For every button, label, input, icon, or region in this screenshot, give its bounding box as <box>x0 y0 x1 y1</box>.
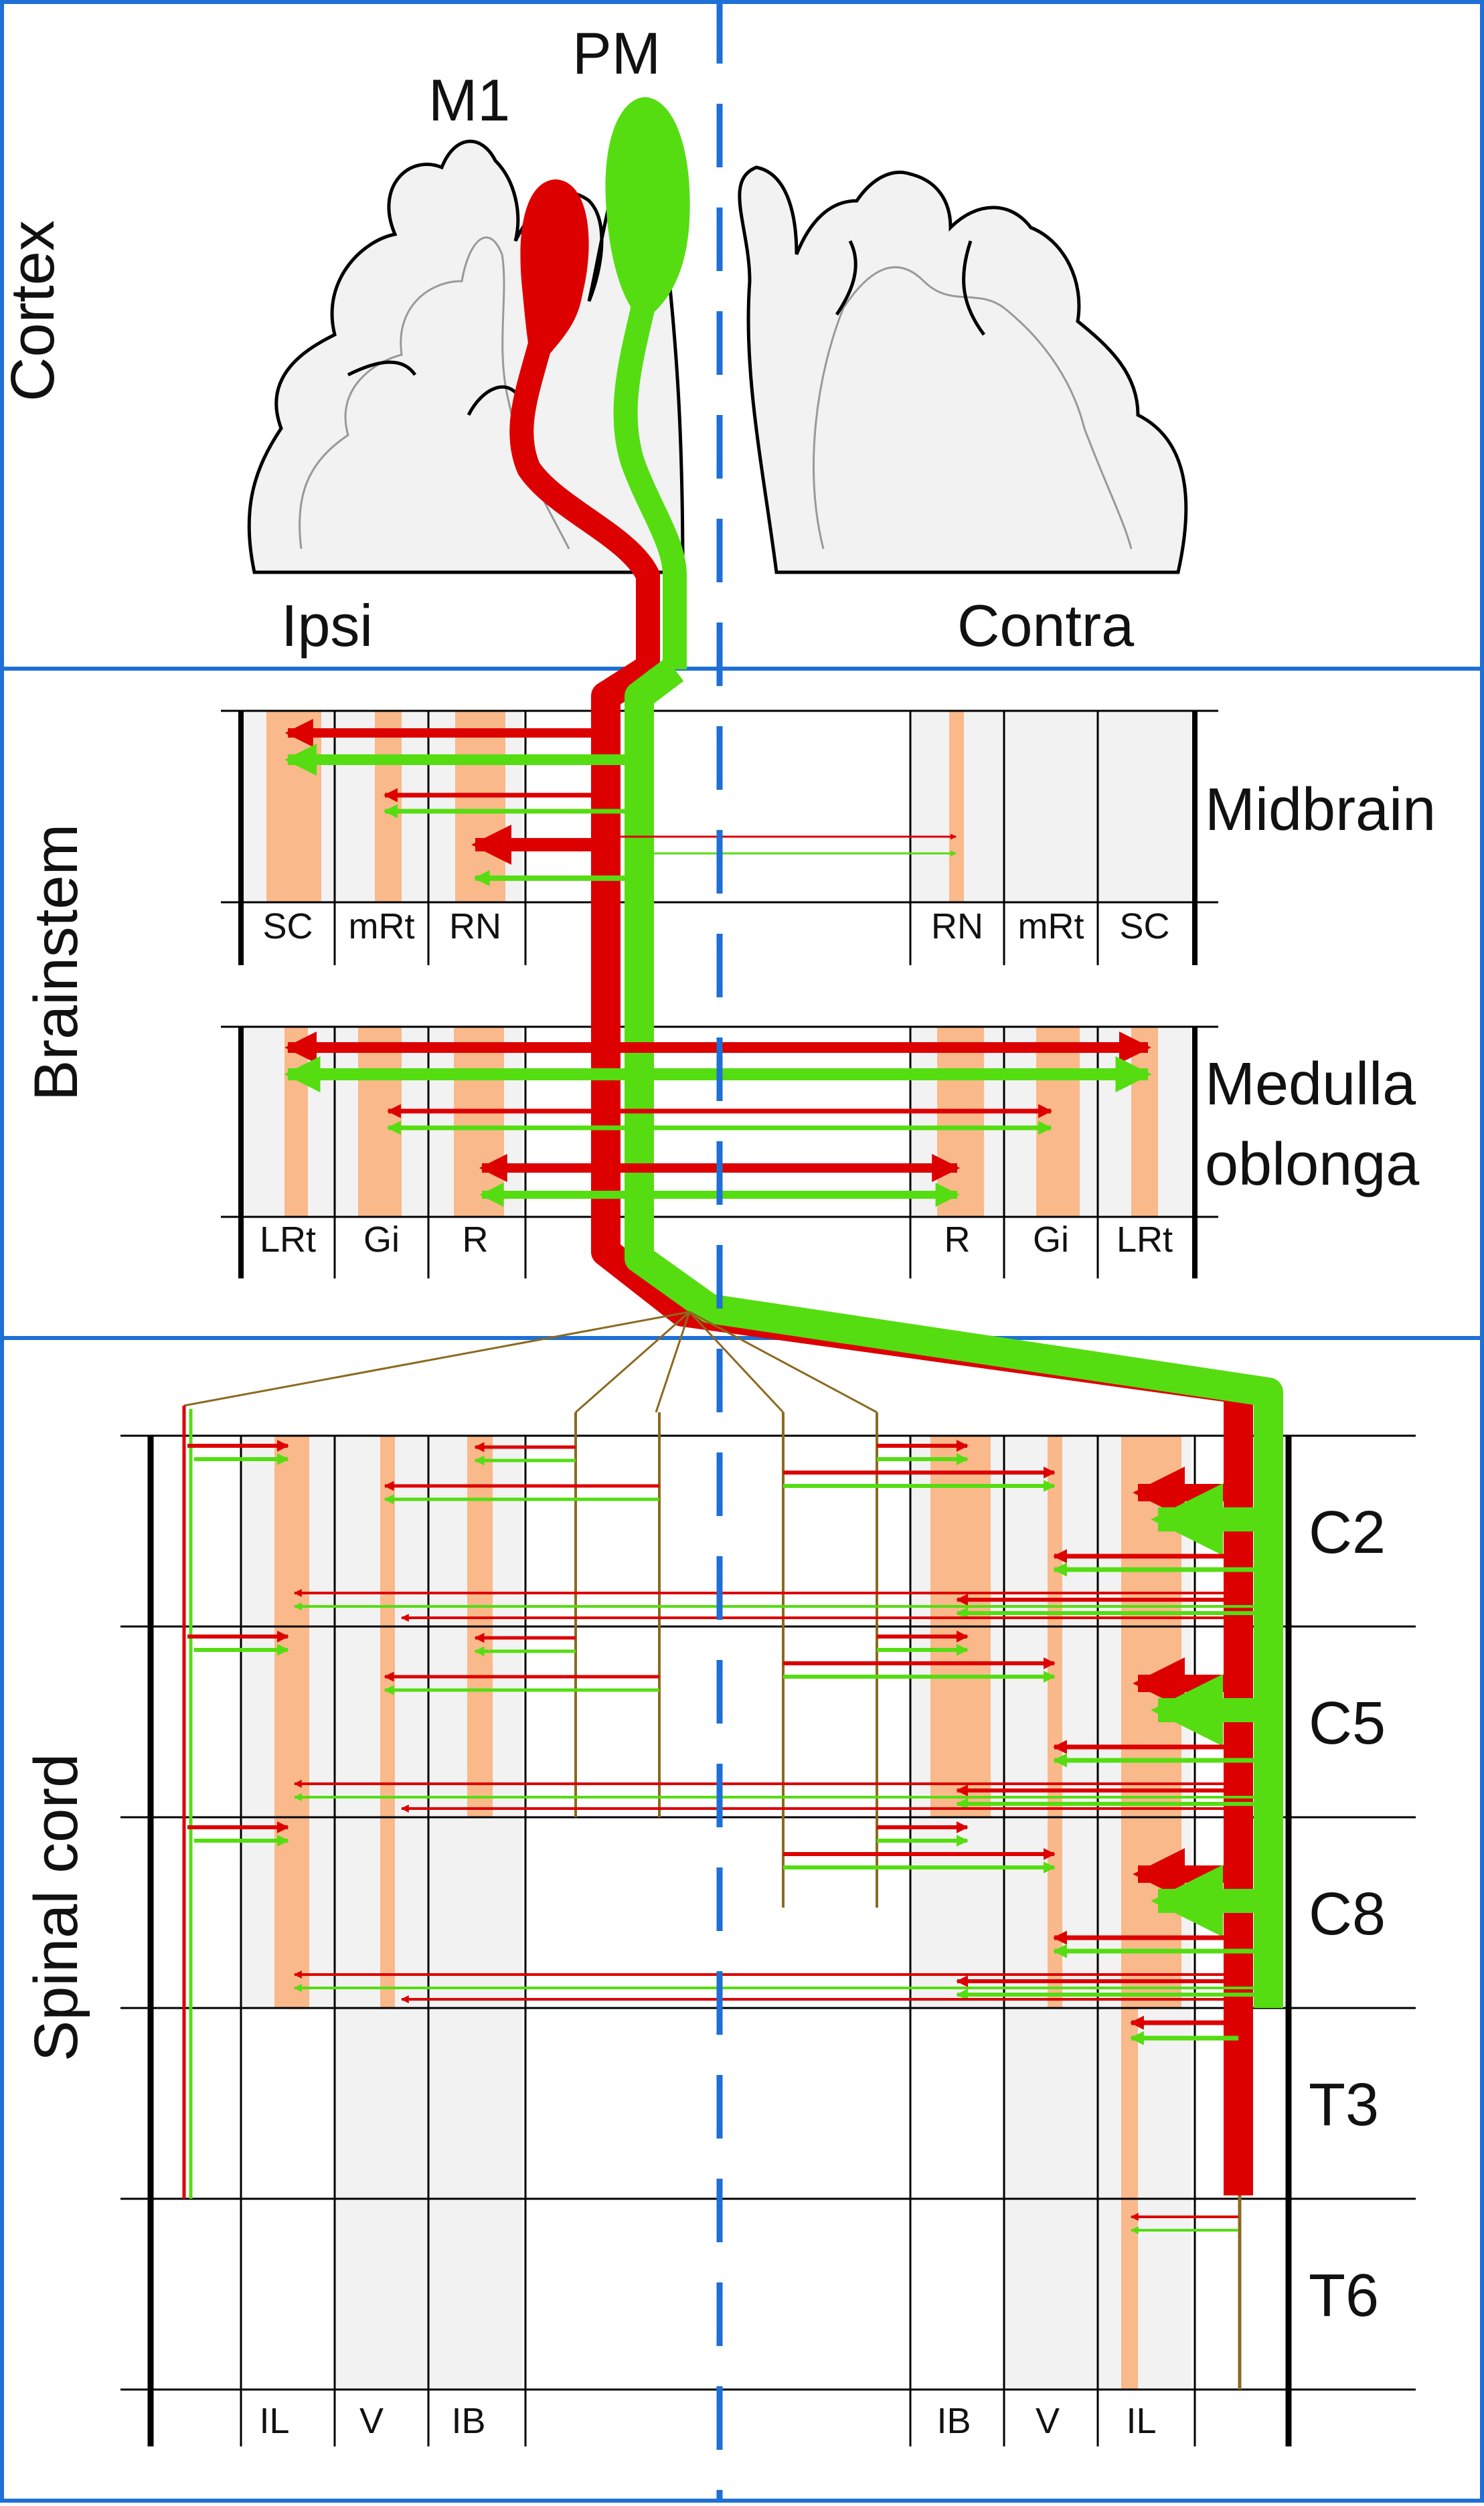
spinal-target-bar <box>274 1436 309 2008</box>
midbrain-nucleus-label: RN <box>449 906 501 946</box>
pm-region <box>605 97 690 321</box>
medulla-nucleus-label: R <box>463 1220 489 1260</box>
midbrain-nucleus-label: mRt <box>349 906 415 946</box>
m1-tract <box>509 305 660 669</box>
midbrain-nucleus-label: SC <box>262 906 313 946</box>
medulla-label-2: oblonga <box>1205 1131 1420 1198</box>
midbrain-nucleus-label: RN <box>931 906 983 946</box>
medulla-target-bar <box>1036 1027 1080 1217</box>
pm-brainstem-tract <box>625 657 1283 2008</box>
brain-inner <box>299 236 570 550</box>
contra-label: Contra <box>957 592 1134 659</box>
midbrain-target-bar <box>949 711 964 902</box>
ipsi-label: Ipsi <box>281 592 373 659</box>
midbrain-cell-right <box>1004 711 1098 902</box>
midbrain-label: Midbrain <box>1205 776 1436 843</box>
medulla-target-bar <box>1131 1027 1158 1217</box>
cortex-panel <box>0 0 1484 671</box>
collateral-line <box>183 1311 690 1407</box>
lamina-label: IB <box>451 2401 485 2441</box>
spinal-level-label: C8 <box>1309 1881 1386 1948</box>
midbrain-target-bar <box>266 711 321 902</box>
collateral-line <box>655 1311 691 1413</box>
medulla-label-1: Medulla <box>1205 1051 1416 1118</box>
medulla-target-bar <box>284 1027 308 1217</box>
medulla-nucleus-label: Gi <box>363 1220 400 1260</box>
spinal-grid <box>120 1434 1416 2446</box>
medulla-target-bar <box>937 1027 984 1217</box>
medulla-target-bar <box>358 1027 402 1217</box>
midbrain-target-bar <box>455 711 505 902</box>
spinal-level-label: T6 <box>1309 2262 1379 2329</box>
midbrain-nucleus-label: mRt <box>1018 906 1084 946</box>
midbrain-target-bar <box>375 711 402 902</box>
spinal-level-label: C2 <box>1309 1499 1386 1566</box>
spinal-target-bar <box>1048 1436 1062 2008</box>
medulla-nucleus-label: R <box>944 1220 971 1260</box>
spinal-target-bar <box>380 1436 395 2008</box>
lamina-label: V <box>359 2401 384 2441</box>
m1-label: M1 <box>428 67 510 133</box>
spinal-panel <box>0 1336 1484 2503</box>
lamina-label: IL <box>1126 2401 1156 2441</box>
collateral-line <box>575 1311 690 1414</box>
pm-tract <box>613 292 687 669</box>
section-label-spinal: Spinal cord <box>22 1754 90 2062</box>
collateral-line <box>688 1311 785 1414</box>
midbrain-nucleus-label: SC <box>1119 906 1169 946</box>
connection-arrows <box>182 719 1265 2234</box>
medulla-nucleus-label: LRt <box>1117 1220 1173 1260</box>
sulcus-lines <box>347 240 986 416</box>
labels: Cortex Brainstem Spinal cord M1 PM Ipsi … <box>0 20 1436 2062</box>
lamina-label: V <box>1036 2401 1060 2441</box>
brain-inner-right <box>813 266 1133 550</box>
collateral-line <box>689 1311 878 1414</box>
medulla-target-bar <box>454 1027 504 1217</box>
pm-label: PM <box>572 20 661 86</box>
midbrain-cell-right <box>1098 711 1191 902</box>
medulla-nucleus-label: Gi <box>1033 1220 1069 1260</box>
brainstem-panel <box>0 667 1484 1340</box>
lamina-label: IL <box>259 2401 289 2441</box>
medulla-nucleus-label: LRt <box>260 1220 316 1260</box>
cortical-tracts <box>509 97 690 669</box>
spinal-level-label: T3 <box>1309 2072 1379 2139</box>
section-label-cortex: Cortex <box>0 220 67 402</box>
lamina-label: IB <box>936 2401 971 2441</box>
brain-outline-right <box>738 165 1188 574</box>
spinal-level-label: C5 <box>1309 1690 1386 1757</box>
section-label-brainstem: Brainstem <box>22 824 90 1101</box>
